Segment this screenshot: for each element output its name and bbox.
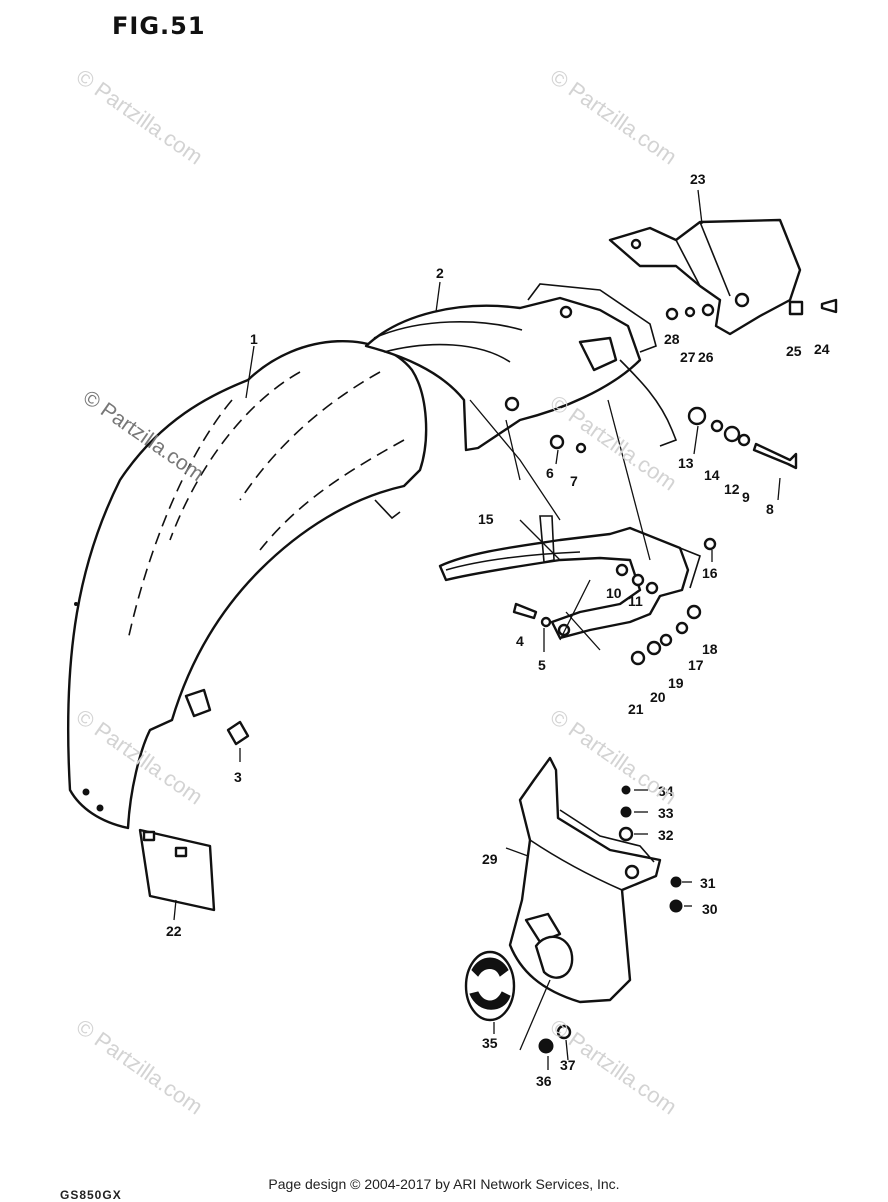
callout-17: 17 (688, 657, 704, 673)
callout-21: 21 (628, 701, 644, 717)
callout-8: 8 (766, 501, 774, 517)
part-fender-front-section[interactable] (364, 283, 678, 452)
callout-23: 23 (690, 171, 706, 187)
callout-14: 14 (704, 467, 720, 483)
callout-26: 26 (698, 349, 714, 365)
part-rear-fender[interactable] (66, 339, 428, 830)
callout-4: 4 (516, 633, 524, 649)
callout-28: 28 (664, 331, 680, 347)
callout-7: 7 (570, 473, 578, 489)
callout-12: 12 (724, 481, 740, 497)
callout-24: 24 (814, 341, 830, 357)
callout-32: 32 (658, 827, 674, 843)
part-reflector-plate[interactable] (138, 828, 216, 912)
callout-22: 22 (166, 923, 182, 939)
callout-3: 3 (234, 769, 242, 785)
callout-20: 20 (650, 689, 666, 705)
callout-15: 15 (478, 511, 494, 527)
callout-5: 5 (538, 657, 546, 673)
exploded-view-drawing: 1 2 3 4 5 6 7 8 9 10 11 12 13 14 15 16 1… (66, 171, 838, 1089)
callout-27: 27 (680, 349, 696, 365)
callout-37: 37 (560, 1057, 576, 1073)
callout-11: 11 (628, 593, 643, 609)
callout-6: 6 (546, 465, 554, 481)
callout-10: 10 (606, 585, 622, 601)
part-taillight-lens[interactable] (464, 950, 516, 1022)
callout-16: 16 (702, 565, 718, 581)
callout-9: 9 (742, 489, 750, 505)
callout-30: 30 (702, 901, 718, 917)
callout-35: 35 (482, 1035, 498, 1051)
callout-25: 25 (786, 343, 802, 359)
callout-18: 18 (702, 641, 718, 657)
part-license-bracket[interactable] (608, 218, 802, 336)
callout-33: 33 (658, 805, 674, 821)
page-footer: Page design © 2004-2017 by ARI Network S… (268, 1176, 620, 1192)
part-taillight-housing[interactable] (508, 756, 662, 1004)
callout-13: 13 (678, 455, 694, 471)
callout-2: 2 (436, 265, 444, 281)
hardware[interactable] (226, 298, 838, 1054)
callout-19: 19 (668, 675, 684, 691)
leader-lines (173, 189, 781, 1070)
figure-title: FIG.51 (112, 12, 206, 40)
callout-31: 31 (700, 875, 716, 891)
callout-1: 1 (250, 331, 258, 347)
callout-29: 29 (482, 851, 498, 867)
callout-34: 34 (658, 783, 674, 799)
callout-36: 36 (536, 1073, 552, 1089)
callout-labels: 1 2 3 4 5 6 7 8 9 10 11 12 13 14 15 16 1… (166, 171, 830, 1089)
model-code: GS850GX (60, 1188, 122, 1202)
